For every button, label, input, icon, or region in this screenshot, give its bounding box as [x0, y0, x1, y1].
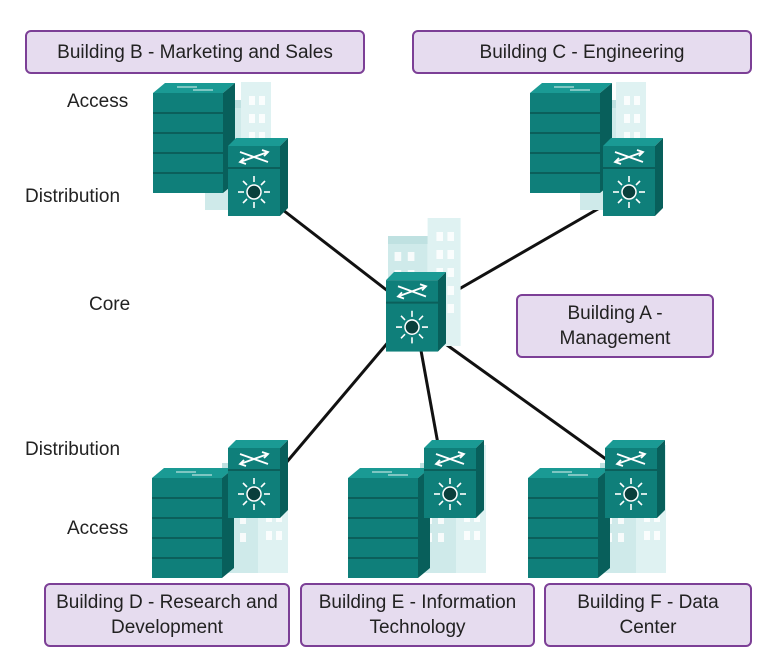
building-c-label-text: Building C - Engineering: [479, 41, 685, 63]
building-d-label: Building D - Research and Development: [44, 583, 290, 647]
link-core-building-b: [269, 198, 394, 297]
building-e-label-line1: Building E - Information: [318, 592, 517, 613]
building-d-label-line1: Building D - Research and: [56, 592, 278, 613]
building-d-site: [151, 439, 289, 579]
tier-label-access-top: Access: [67, 91, 129, 112]
multilayer-switch-icon: [423, 439, 485, 519]
building-f-site: [527, 439, 666, 579]
building-c-label: Building C - Engineering: [412, 30, 752, 74]
building-d-label-line2: Development: [111, 617, 223, 638]
tier-label-access-bottom: Access: [67, 518, 129, 539]
access-switch-icon: [347, 467, 431, 579]
link-core-building-c: [439, 200, 611, 302]
building-e-site: [347, 439, 486, 579]
tier-label-distribution-bottom: Distribution: [25, 439, 121, 460]
building-f-label-line2: Center: [619, 617, 677, 638]
building-e-label-line2: Technology: [369, 617, 466, 638]
access-switch-icon: [527, 467, 611, 579]
access-switch-icon: [151, 467, 235, 579]
building-a-label-line1: Building A -: [567, 303, 663, 324]
multilayer-switch-icon: [602, 137, 664, 217]
access-switch-icon: [152, 82, 236, 194]
core-site: [384, 218, 461, 353]
link-core-building-d: [278, 339, 392, 471]
core-multilayer-switch-icon: [384, 270, 448, 353]
building-f-label-line1: Building F - Data: [577, 592, 719, 613]
links: [269, 198, 611, 471]
multilayer-switch-icon: [604, 439, 666, 519]
tier-label-distribution-top: Distribution: [25, 186, 121, 207]
multilayer-switch-icon: [227, 439, 289, 519]
access-switch-icon: [529, 82, 613, 194]
link-core-building-f: [439, 338, 611, 464]
building-b-label-text: Building B - Marketing and Sales: [57, 41, 333, 63]
building-c-site: [529, 82, 664, 217]
building-a-label-line2: Management: [559, 328, 671, 349]
tier-label-core: Core: [89, 294, 131, 315]
building-f-label: Building F - Data Center: [544, 583, 752, 647]
building-b-label: Building B - Marketing and Sales: [25, 30, 365, 74]
multilayer-switch-icon: [227, 137, 289, 217]
building-a-label: Building A - Management: [516, 294, 714, 358]
building-e-label: Building E - Information Technology: [300, 583, 535, 647]
link-core-building-e: [418, 344, 442, 456]
building-b-site: [152, 82, 289, 217]
